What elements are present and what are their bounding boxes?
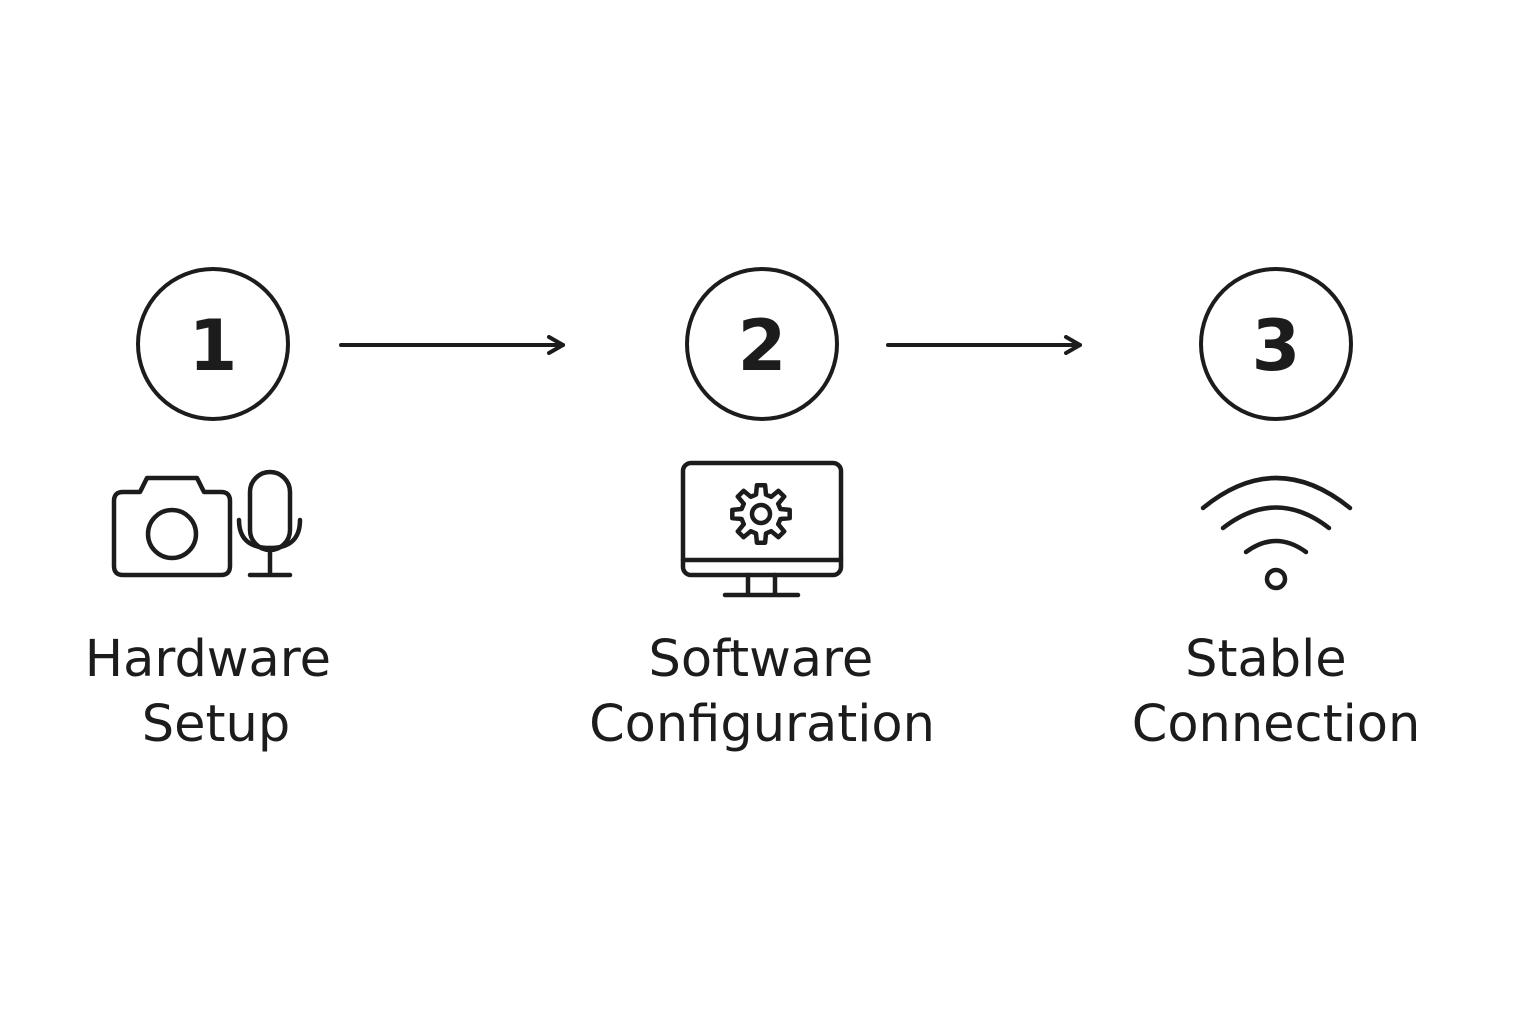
step-3-number: 3 [1252,305,1301,387]
step-1-circle [136,267,290,421]
step-2: 2 Software Configuration [589,267,935,754]
step-2-number: 2 [738,305,787,387]
step-2-label: Software Configuration [589,630,935,754]
step-2-label-line-1: Software [648,630,873,689]
step-2-label-line-2: Configuration [589,695,935,754]
wifi-icon [1200,475,1353,591]
step-3: 3 Stable Connection [1132,267,1421,754]
step-1-label-line-2: Setup [142,695,290,754]
step-3-label: Stable Connection [1132,630,1421,754]
step-3-circle [1199,267,1353,421]
step-1-label: Hardware Setup [85,630,347,754]
camera-icon [111,475,233,578]
microphone-icon [236,469,303,578]
step-1-label-line-1: Hardware [85,630,331,689]
step-3-label-line-1: Stable [1185,630,1347,689]
step-3-label-line-2: Connection [1132,695,1421,754]
monitor-gear-icon [680,460,844,598]
step-1-number: 1 [189,305,238,387]
step-2-circle [685,267,839,421]
step-1: 1 Hardware Setup [85,267,347,754]
gear-icon [730,483,792,545]
